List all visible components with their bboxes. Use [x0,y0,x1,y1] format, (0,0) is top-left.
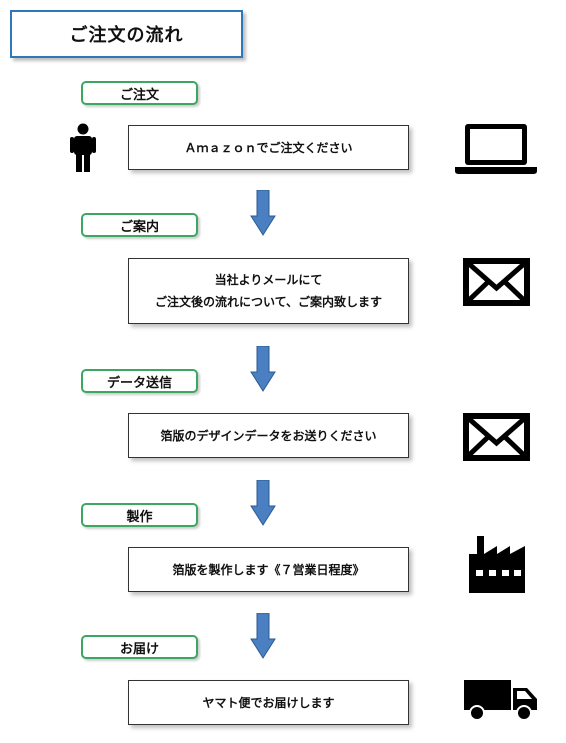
step-text: Ａｍａｚｏｎでご注文ください [184,140,353,155]
step-box-production: 箔版を製作します《７営業日程度》 [128,547,409,592]
truck-icon [464,680,537,721]
step-text: ご注文後の流れについて、ご案内致します [154,295,383,309]
laptop-icon [455,124,537,174]
factory-icon [469,536,525,593]
step-box-data-send: 箔版のデザインデータをお送りください [128,413,409,458]
step-label-data-send: データ送信 [81,369,198,393]
step-box-guide: 当社よりメールにて ご注文後の流れについて、ご案内致します [128,258,409,324]
step-label-guide: ご案内 [81,213,198,237]
down-arrow-icon [250,480,276,526]
page-title: ご注文の流れ [10,10,243,58]
step-label-order: ご注文 [81,81,198,105]
down-arrow-icon [250,346,276,392]
down-arrow-icon [250,613,276,659]
step-text: 当社よりメールにて [214,273,323,287]
step-text: 箔版のデザインデータをお送りください [160,428,377,443]
step-text: 箔版を製作します《７営業日程度》 [172,562,365,577]
step-box-delivery: ヤマト便でお届けします [128,680,409,725]
down-arrow-icon [250,190,276,236]
step-text: ヤマト便でお届けします [202,695,335,710]
mail-icon [463,413,530,461]
step-box-order: Ａｍａｚｏｎでご注文ください [128,125,409,170]
person-icon [70,123,96,172]
step-label-delivery: お届け [81,635,198,659]
step-label-production: 製作 [81,503,198,527]
mail-icon [463,258,530,306]
